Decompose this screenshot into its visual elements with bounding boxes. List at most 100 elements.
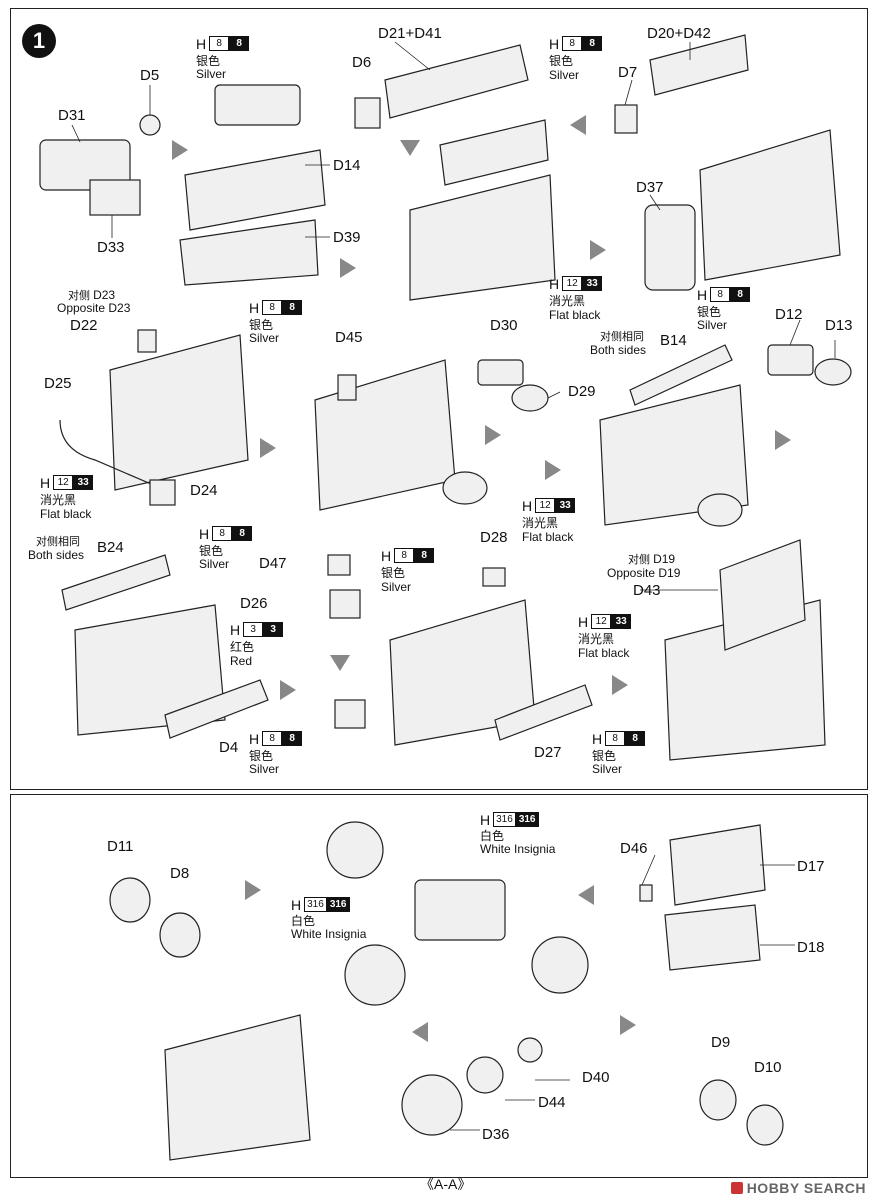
assembly-arrow-icon: [172, 140, 188, 160]
part-drawing-d29: [511, 384, 549, 412]
paint-name-cn: 消光黑: [578, 632, 615, 646]
part-drawing-d4: [164, 679, 269, 739]
assembly-arrow-icon: [330, 655, 350, 675]
part-drawing-d39: [179, 219, 319, 286]
part-drawing-d12: [767, 344, 814, 376]
part-label-d46: D46: [620, 840, 648, 857]
assembly-arrow-icon: [245, 880, 261, 900]
paint-name: Silver: [381, 580, 412, 594]
part-drawing-manifold: [214, 84, 301, 126]
both-sides-label: Both sides: [28, 548, 85, 562]
part-label-b24: B24: [97, 539, 124, 556]
both-sides-label-cn: 对侧相同: [600, 331, 644, 343]
part-drawing-d40: [517, 1037, 543, 1063]
paint-name-cn: 消光黑: [549, 294, 586, 308]
part-drawing-d8: [159, 912, 201, 958]
part-drawing-supercharger-drum: [326, 821, 384, 879]
part-drawing-d24: [149, 479, 176, 506]
part-drawing-engine-block-5: [599, 384, 749, 526]
paint-name-cn: 白色: [480, 829, 505, 843]
part-drawing-d37: [644, 204, 696, 291]
part-label-d22: D22: [70, 317, 98, 334]
part-label-d11: D11: [107, 838, 134, 855]
part-drawing-engine-block-9: [164, 1014, 311, 1161]
paint-name: Silver: [249, 331, 280, 345]
part-label-d5: D5: [140, 67, 160, 84]
part-drawing-starter: [442, 471, 488, 505]
paint-name-cn: 消光黑: [522, 516, 559, 530]
part-label-d44: D44: [538, 1094, 566, 1111]
part-label-d9: D9: [711, 1034, 731, 1051]
part-label-d37: D37: [636, 179, 664, 196]
opposite-label: Opposite D19: [607, 566, 681, 580]
part-drawing-engine-block-2: [699, 129, 841, 281]
part-label-d4: D4: [219, 739, 239, 756]
part-drawing-d18: [664, 904, 761, 971]
assembly-arrow-icon: [545, 460, 561, 480]
part-drawing-d20-d42: [649, 34, 749, 96]
paint-name: Silver: [549, 68, 580, 82]
part-label-d21-d41: D21+D41: [378, 25, 442, 42]
part-label-d33: D33: [97, 239, 125, 256]
part-drawing-b24: [61, 554, 171, 611]
part-drawing-d7: [614, 104, 638, 134]
part-label-d30: D30: [490, 317, 518, 334]
part-drawing-engine-block-3: [109, 334, 249, 491]
part-label-d6: D6: [352, 54, 372, 71]
part-drawing-d13: [814, 358, 852, 386]
part-label-d25: D25: [44, 375, 72, 392]
assembly-arrow-icon: [570, 115, 586, 135]
part-label-d47: D47: [259, 555, 287, 572]
both-sides-label-cn: 对侧相同: [36, 536, 80, 548]
part-drawing-d45: [337, 374, 357, 401]
part-drawing-d31: [39, 139, 131, 191]
part-drawing-d5: [139, 114, 161, 136]
part-label-d36: D36: [482, 1126, 510, 1143]
paint-name: Silver: [592, 762, 623, 776]
part-drawing-d27: [494, 684, 593, 741]
part-drawing-starter-2: [697, 493, 743, 527]
both-sides-label: Both sides: [590, 343, 647, 357]
part-label-d20-d42: D20+D42: [647, 25, 711, 42]
assembly-arrow-icon: [620, 1015, 636, 1035]
part-drawing-engine-block-1: [409, 174, 556, 301]
part-drawing-pump: [334, 699, 366, 729]
paint-name-cn: 银色: [549, 54, 574, 68]
part-drawing-d36: [401, 1074, 463, 1136]
paint-name: Flat black: [522, 530, 574, 544]
part-drawing-d30: [477, 359, 524, 386]
opposite-label: Opposite D23: [57, 301, 131, 315]
paint-name: Red: [230, 654, 253, 668]
paint-name: Flat black: [40, 507, 92, 521]
assembly-arrow-icon: [612, 675, 628, 695]
paint-name-cn: 银色: [697, 305, 722, 319]
part-drawing-b14: [629, 344, 733, 406]
hobby-search-logo-icon: [730, 1182, 743, 1194]
assembly-arrow-icon: [260, 438, 276, 458]
part-drawing-d11: [109, 877, 151, 923]
step-number-badge: 1: [22, 24, 56, 58]
part-drawing-d28: [482, 567, 506, 587]
part-drawing-gear-large: [344, 944, 406, 1006]
part-drawing-d25: [59, 419, 166, 491]
part-label-d43: D43: [633, 582, 661, 599]
opposite-label-cn: 对侧 D19: [628, 552, 676, 566]
part-label-d13: D13: [825, 317, 853, 334]
part-drawing-d10: [746, 1104, 784, 1146]
part-drawing-engine-block-6: [74, 604, 226, 736]
opposite-label-cn: 对侧 D23: [68, 288, 116, 302]
part-label-d26: D26: [240, 595, 268, 612]
